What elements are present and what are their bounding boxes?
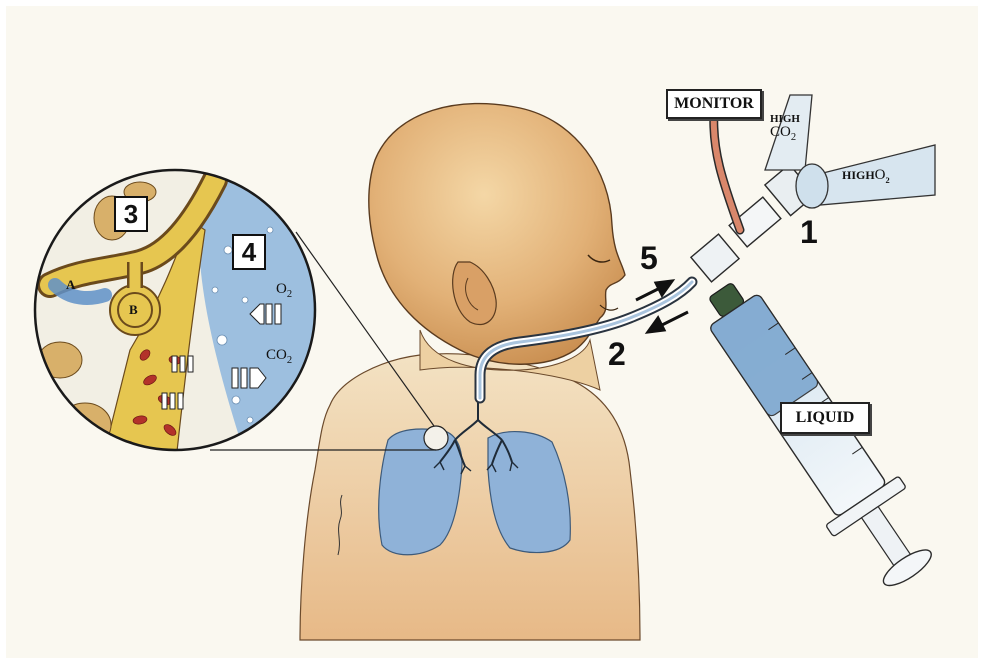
alveolus-focus bbox=[424, 426, 448, 450]
high-o2-prefix: HIGH bbox=[842, 168, 875, 182]
liquid-label: LIQUID bbox=[780, 402, 870, 434]
inset-o2-sub: 2 bbox=[287, 289, 292, 300]
high-o2-label: HIGHO2 bbox=[842, 168, 890, 185]
inset-o2-base: O bbox=[276, 281, 287, 297]
vessel-a-label: A bbox=[66, 277, 75, 293]
step-number-5: 5 bbox=[640, 240, 658, 277]
step-number-1: 1 bbox=[800, 214, 818, 251]
step-number-3: 3 bbox=[114, 196, 148, 232]
inset-co2-sub: 2 bbox=[287, 355, 292, 366]
infant-torso bbox=[300, 354, 640, 640]
inset-o2-label: O2 bbox=[276, 282, 292, 301]
high-o2-base: O bbox=[875, 167, 886, 183]
step-number-2: 2 bbox=[608, 336, 626, 373]
step-number-4: 4 bbox=[232, 234, 266, 270]
monitor-label: MONITOR bbox=[666, 89, 762, 119]
high-o2-sub: 2 bbox=[886, 176, 890, 185]
high-co2-sub: 2 bbox=[791, 132, 796, 143]
high-co2-base: CO bbox=[770, 124, 791, 140]
inset-co2-base: CO bbox=[266, 347, 287, 363]
inset-co2-label: CO2 bbox=[266, 348, 292, 367]
vessel-b-label: B bbox=[129, 302, 138, 318]
high-co2-label: HIGH CO2 bbox=[770, 114, 800, 144]
